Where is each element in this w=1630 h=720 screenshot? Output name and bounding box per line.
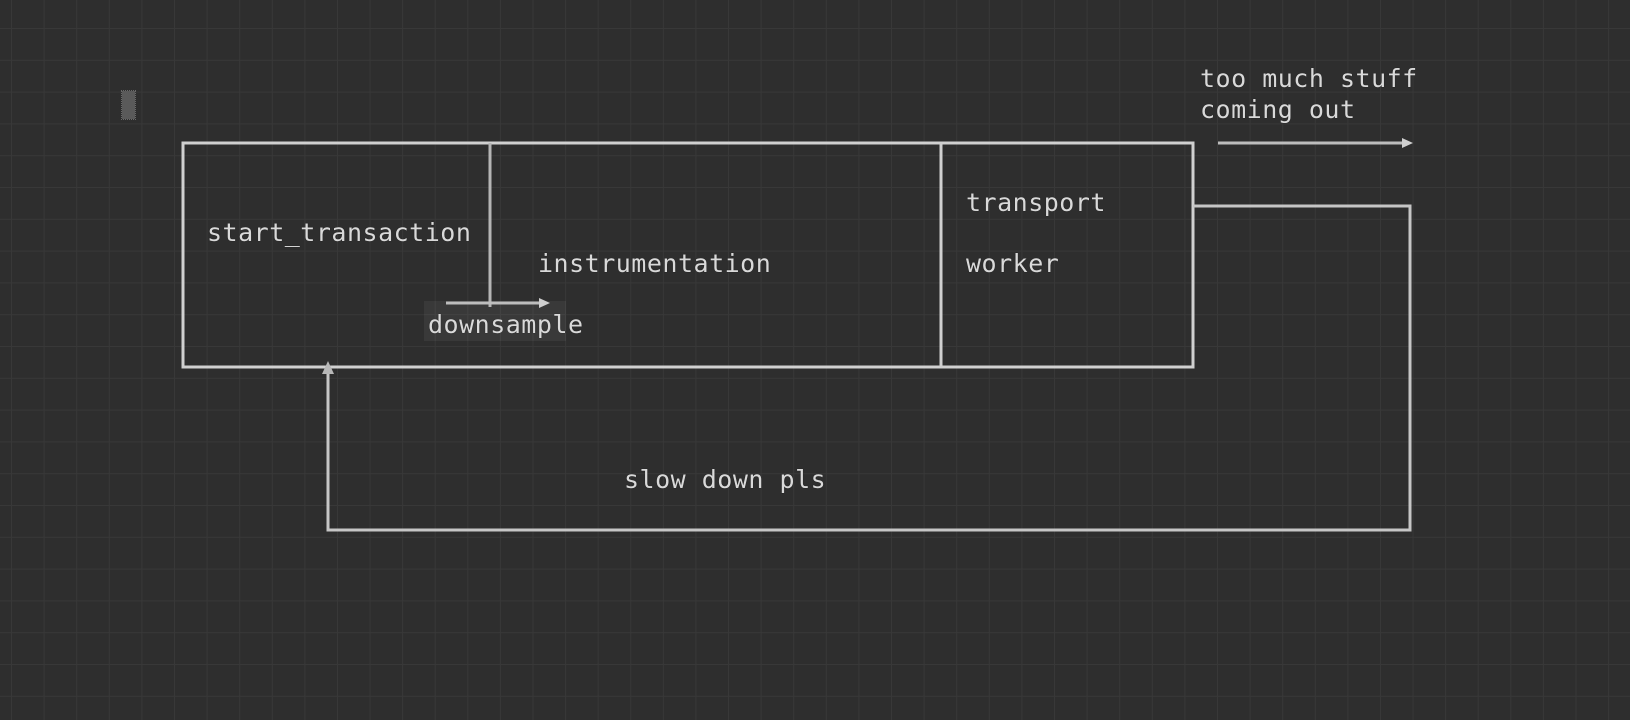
backpressure-loop bbox=[322, 204, 1412, 532]
label-transport: transport bbox=[966, 188, 1106, 217]
label-start-transaction: start_transaction bbox=[207, 218, 472, 247]
label-instrumentation: instrumentation bbox=[538, 249, 772, 278]
text-cursor-block[interactable] bbox=[121, 90, 136, 120]
label-slow-down-pls: slow down pls bbox=[624, 465, 827, 494]
pipeline-box-outline bbox=[181, 141, 1195, 369]
label-coming-out: coming out bbox=[1200, 95, 1356, 124]
label-worker: worker bbox=[966, 249, 1060, 278]
label-downsample: downsample bbox=[428, 310, 584, 339]
label-too-much-stuff: too much stuff bbox=[1200, 64, 1418, 93]
